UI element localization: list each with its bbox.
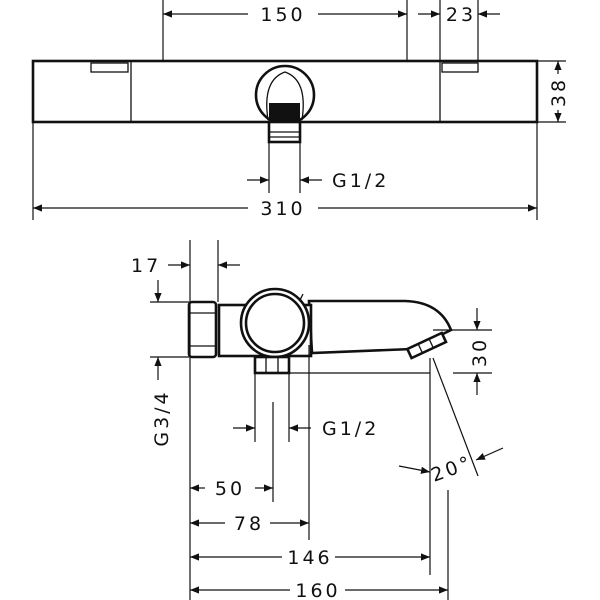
dim-label-310: 310: [260, 198, 305, 220]
dim-label-146: 146: [287, 547, 332, 569]
spray-angle-line: [432, 357, 479, 477]
dim-label-50: 50: [215, 478, 245, 500]
dim-label-30: 30: [469, 337, 491, 367]
dim-label-17: 17: [131, 255, 161, 277]
outlet-elbow: [266, 71, 304, 121]
thermostat-handle: [244, 292, 306, 354]
inlet-nut: [187, 300, 218, 359]
dim-arrow: [475, 447, 504, 461]
dim-label-160: 160: [295, 580, 340, 600]
dim-label-outlet-thread: G1/2: [332, 170, 389, 192]
handle-stop: [299, 293, 304, 301]
lower-outlet: [253, 355, 291, 375]
side-view: 17 G3/4 30 G1/2 20° 50 78 146 160: [131, 240, 504, 600]
dim-label-38: 38: [548, 77, 570, 107]
dim-label-spray-angle: 20°: [428, 451, 476, 486]
dim-label-outlet-thread: G1/2: [322, 418, 379, 440]
outlet-nut: [269, 103, 300, 121]
dim-arrow: [398, 465, 431, 474]
top-view: 150 23 38 G1/2 310: [31, 0, 570, 220]
dim-label-78: 78: [234, 513, 264, 535]
control-slot: [90, 62, 129, 73]
dim-label-inlet-thread: G3/4: [151, 389, 173, 446]
dim-label-150: 150: [260, 4, 305, 26]
control-slot: [441, 62, 479, 73]
aerator: [405, 331, 448, 360]
dim-label-23: 23: [446, 4, 476, 26]
